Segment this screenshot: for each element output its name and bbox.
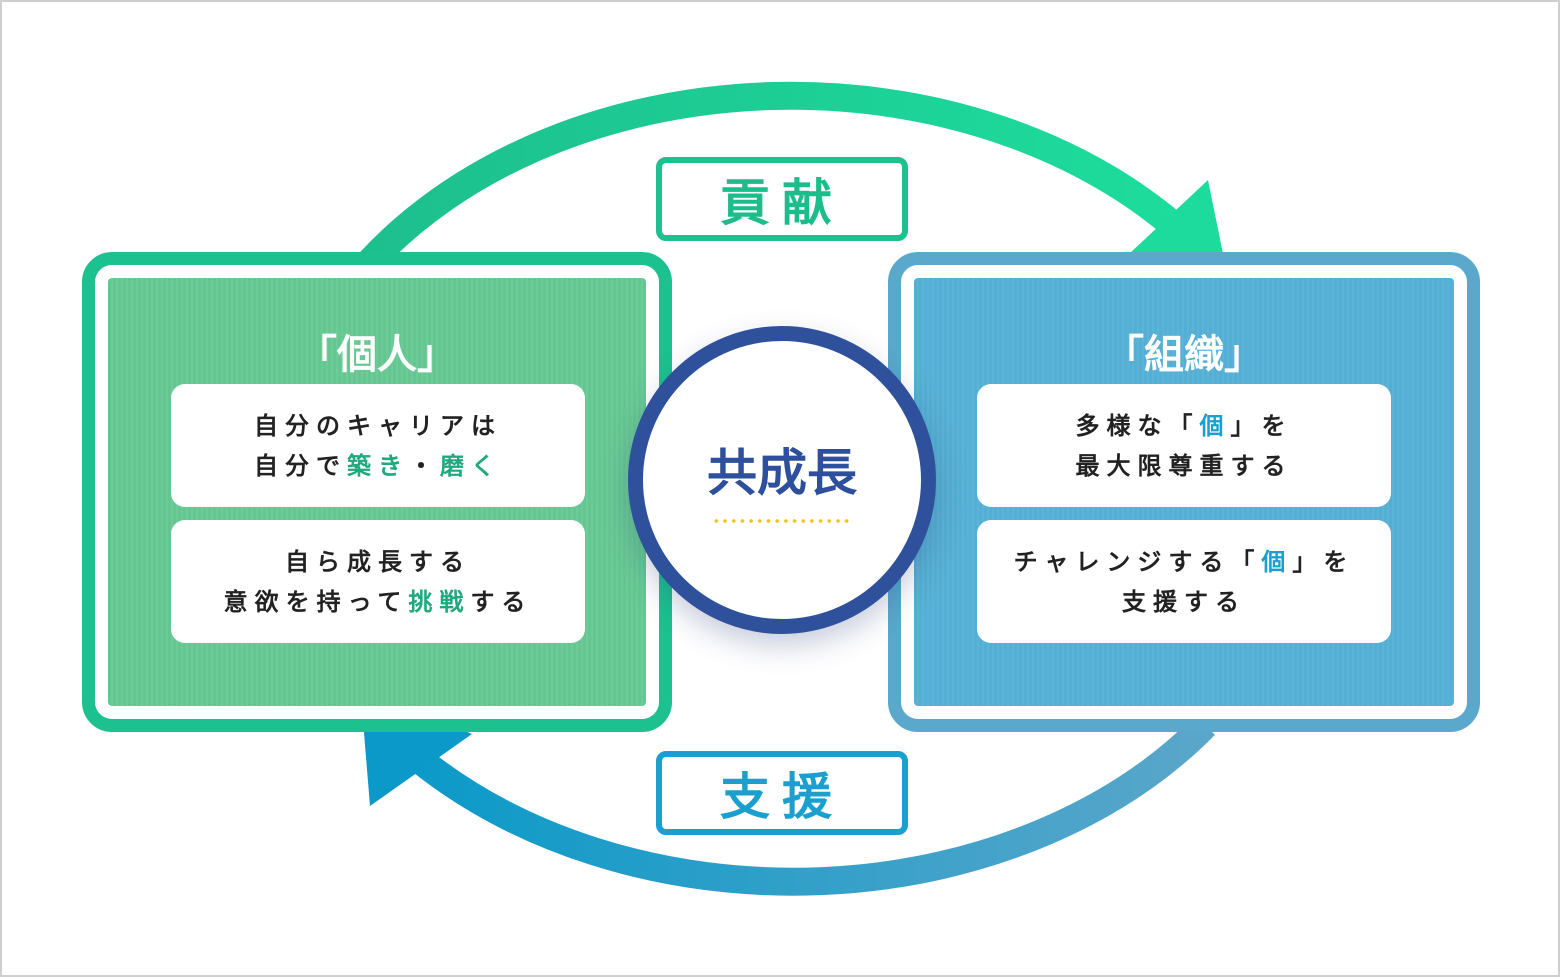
individual-card-1: 自分のキャリアは 自分で築き・磨く xyxy=(171,384,585,507)
card-line: 多様な「個」を xyxy=(1076,406,1293,446)
support-label: 支援 xyxy=(656,751,908,835)
bottom-arc-arrow xyxy=(411,715,1215,896)
card-line: 最大限尊重する xyxy=(1075,451,1293,480)
individual-card-2: 自ら成長する 意欲を持って挑戦する xyxy=(171,520,585,643)
card-line: 自分で築き・磨く xyxy=(254,446,502,486)
text: 」を xyxy=(1292,547,1355,576)
highlight: 築き xyxy=(347,451,409,480)
card-line: 自ら成長する xyxy=(285,547,471,576)
card-line: 意欲を持って挑戦する xyxy=(224,582,533,622)
highlight: 挑戦 xyxy=(408,587,471,616)
organization-card-1: 多様な「個」を 最大限尊重する xyxy=(977,384,1391,507)
card-line: チャレンジする「個」を xyxy=(1014,542,1355,582)
dotted-underline xyxy=(712,519,852,523)
individual-box: 「個人」 自分のキャリアは 自分で築き・磨く 自ら成長する 意欲を持って挑戦する xyxy=(82,252,672,732)
individual-title: 「個人」 xyxy=(297,332,457,378)
text: 」を xyxy=(1230,411,1293,440)
text: 多様な「 xyxy=(1075,411,1200,440)
co-growth-title: 共成長 xyxy=(707,444,857,502)
organization-box: 「組織」 多様な「個」を 最大限尊重する チャレンジする「個」を 支援する xyxy=(888,252,1480,732)
highlight: 個 xyxy=(1261,547,1293,576)
organization-title: 「組織」 xyxy=(1104,332,1264,378)
highlight: 磨く xyxy=(440,451,502,480)
top-arc-arrow xyxy=(359,81,1200,272)
text: ・ xyxy=(409,451,440,480)
contribution-label: 貢献 xyxy=(656,157,908,241)
highlight: 個 xyxy=(1199,411,1231,440)
text: 意欲を持って xyxy=(223,587,409,616)
card-line: 支援する xyxy=(1122,587,1246,616)
text: する xyxy=(470,587,533,616)
organization-card-2: チャレンジする「個」を 支援する xyxy=(977,520,1391,643)
text: チャレンジする「 xyxy=(1013,547,1262,576)
co-growth-circle: 共成長 xyxy=(628,326,936,634)
card-line: 自分のキャリアは xyxy=(254,411,502,440)
text: 自分で xyxy=(254,451,347,480)
